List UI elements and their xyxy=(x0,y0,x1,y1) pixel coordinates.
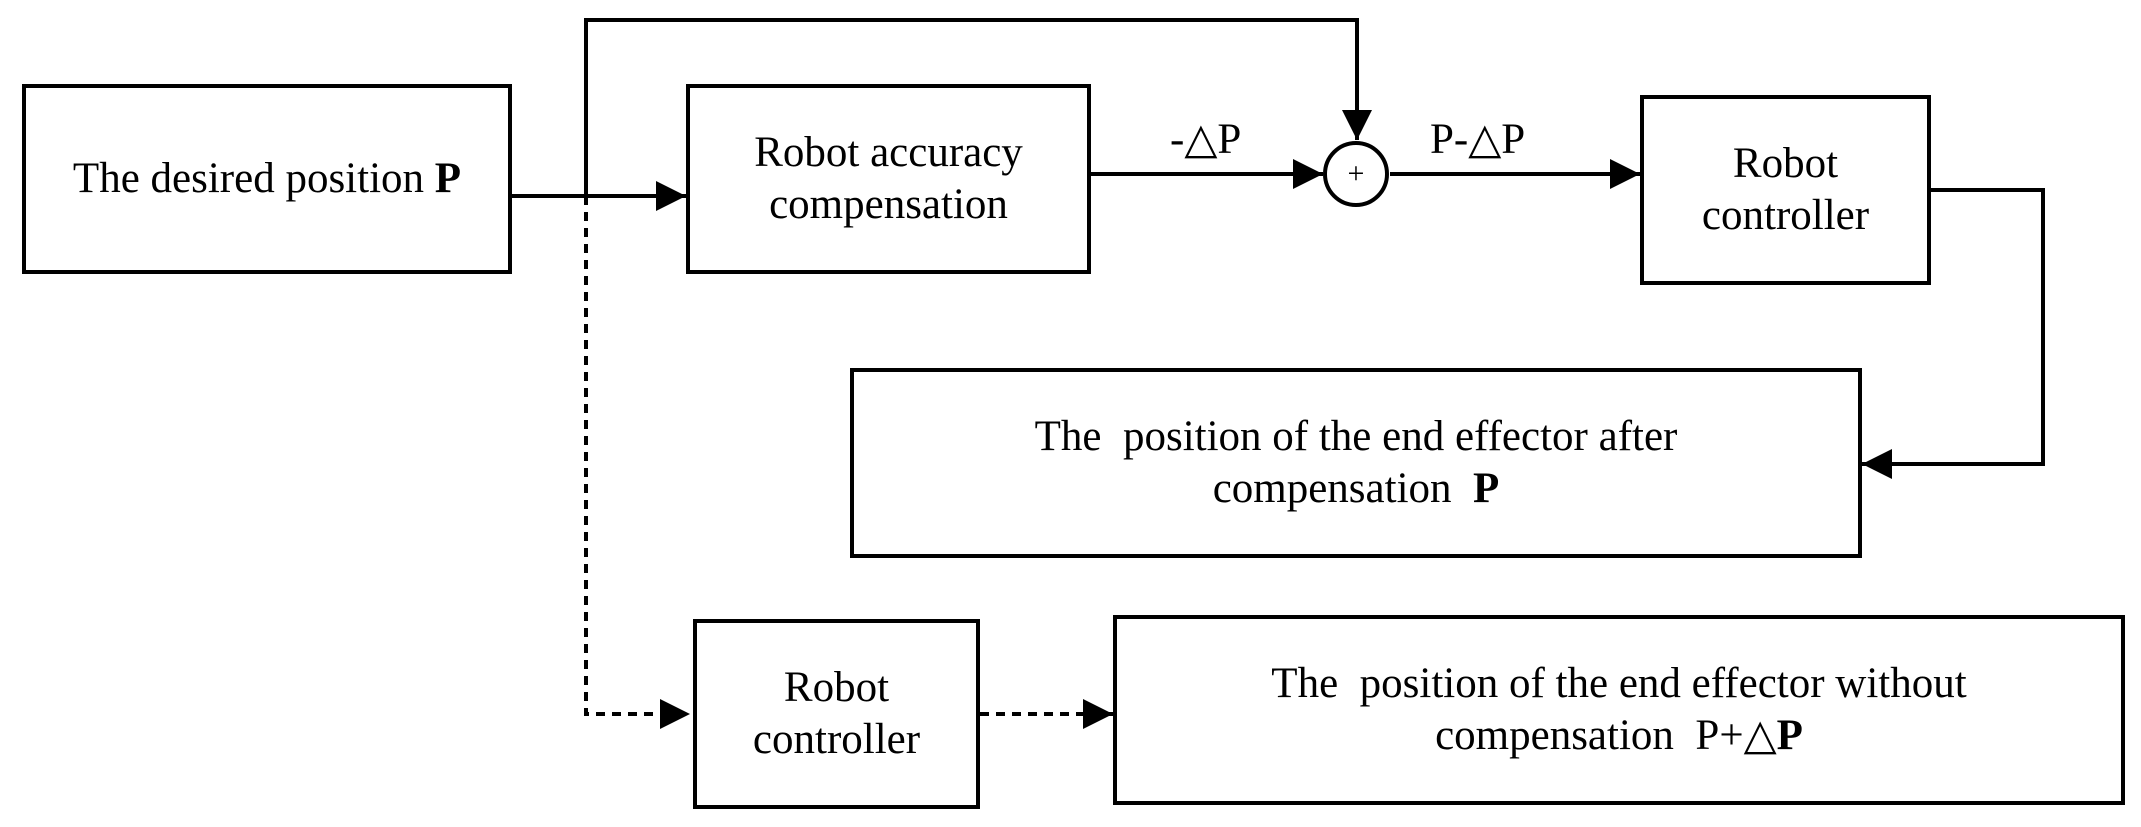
robot-controller-top-line1: Robot xyxy=(1732,139,1839,187)
without-compensation-line1: The position of the end effector without xyxy=(1271,659,1967,707)
after-compensation-line2: compensation P xyxy=(1212,465,1500,512)
arrow-controller-to-after xyxy=(1862,188,2045,479)
symbol-p: P xyxy=(434,154,462,202)
edge-label-p-minus-delta-p: P-△P xyxy=(1430,116,1526,163)
without-compensation-line2: compensation P+△P xyxy=(1435,712,1803,759)
arrow-feedforward-to-sum xyxy=(584,18,1372,196)
robot-controller-bottom-line2: controller xyxy=(752,716,921,763)
robot-controller-top-box: Robot controller xyxy=(1640,95,1931,285)
desired-position-label: The desired position P xyxy=(72,154,462,202)
dashed-arrow-desired-to-controller xyxy=(584,196,690,729)
robot-controller-bottom-box: Robot controller xyxy=(693,619,980,809)
accuracy-compensation-box: Robot accuracy compensation xyxy=(686,84,1091,274)
sum-junction: + xyxy=(1323,141,1389,207)
sum-sign: + xyxy=(1347,157,1365,190)
position-without-compensation-box: The position of the end effector without… xyxy=(1113,615,2125,805)
position-after-compensation-box: The position of the end effector after c… xyxy=(850,368,1862,558)
edge-label-minus-delta-p: -△P xyxy=(1170,116,1242,163)
accuracy-compensation-line2: compensation xyxy=(769,181,1008,228)
desired-position-box: The desired position P xyxy=(22,84,512,274)
robot-controller-bottom-line1: Robot xyxy=(783,663,890,711)
after-compensation-line1: The position of the end effector after xyxy=(1034,412,1678,460)
symbol-delta-p: △P xyxy=(1743,712,1803,759)
accuracy-compensation-line1: Robot accuracy xyxy=(754,128,1023,176)
robot-controller-top-line2: controller xyxy=(1701,192,1870,239)
symbol-p: P xyxy=(1473,465,1500,512)
